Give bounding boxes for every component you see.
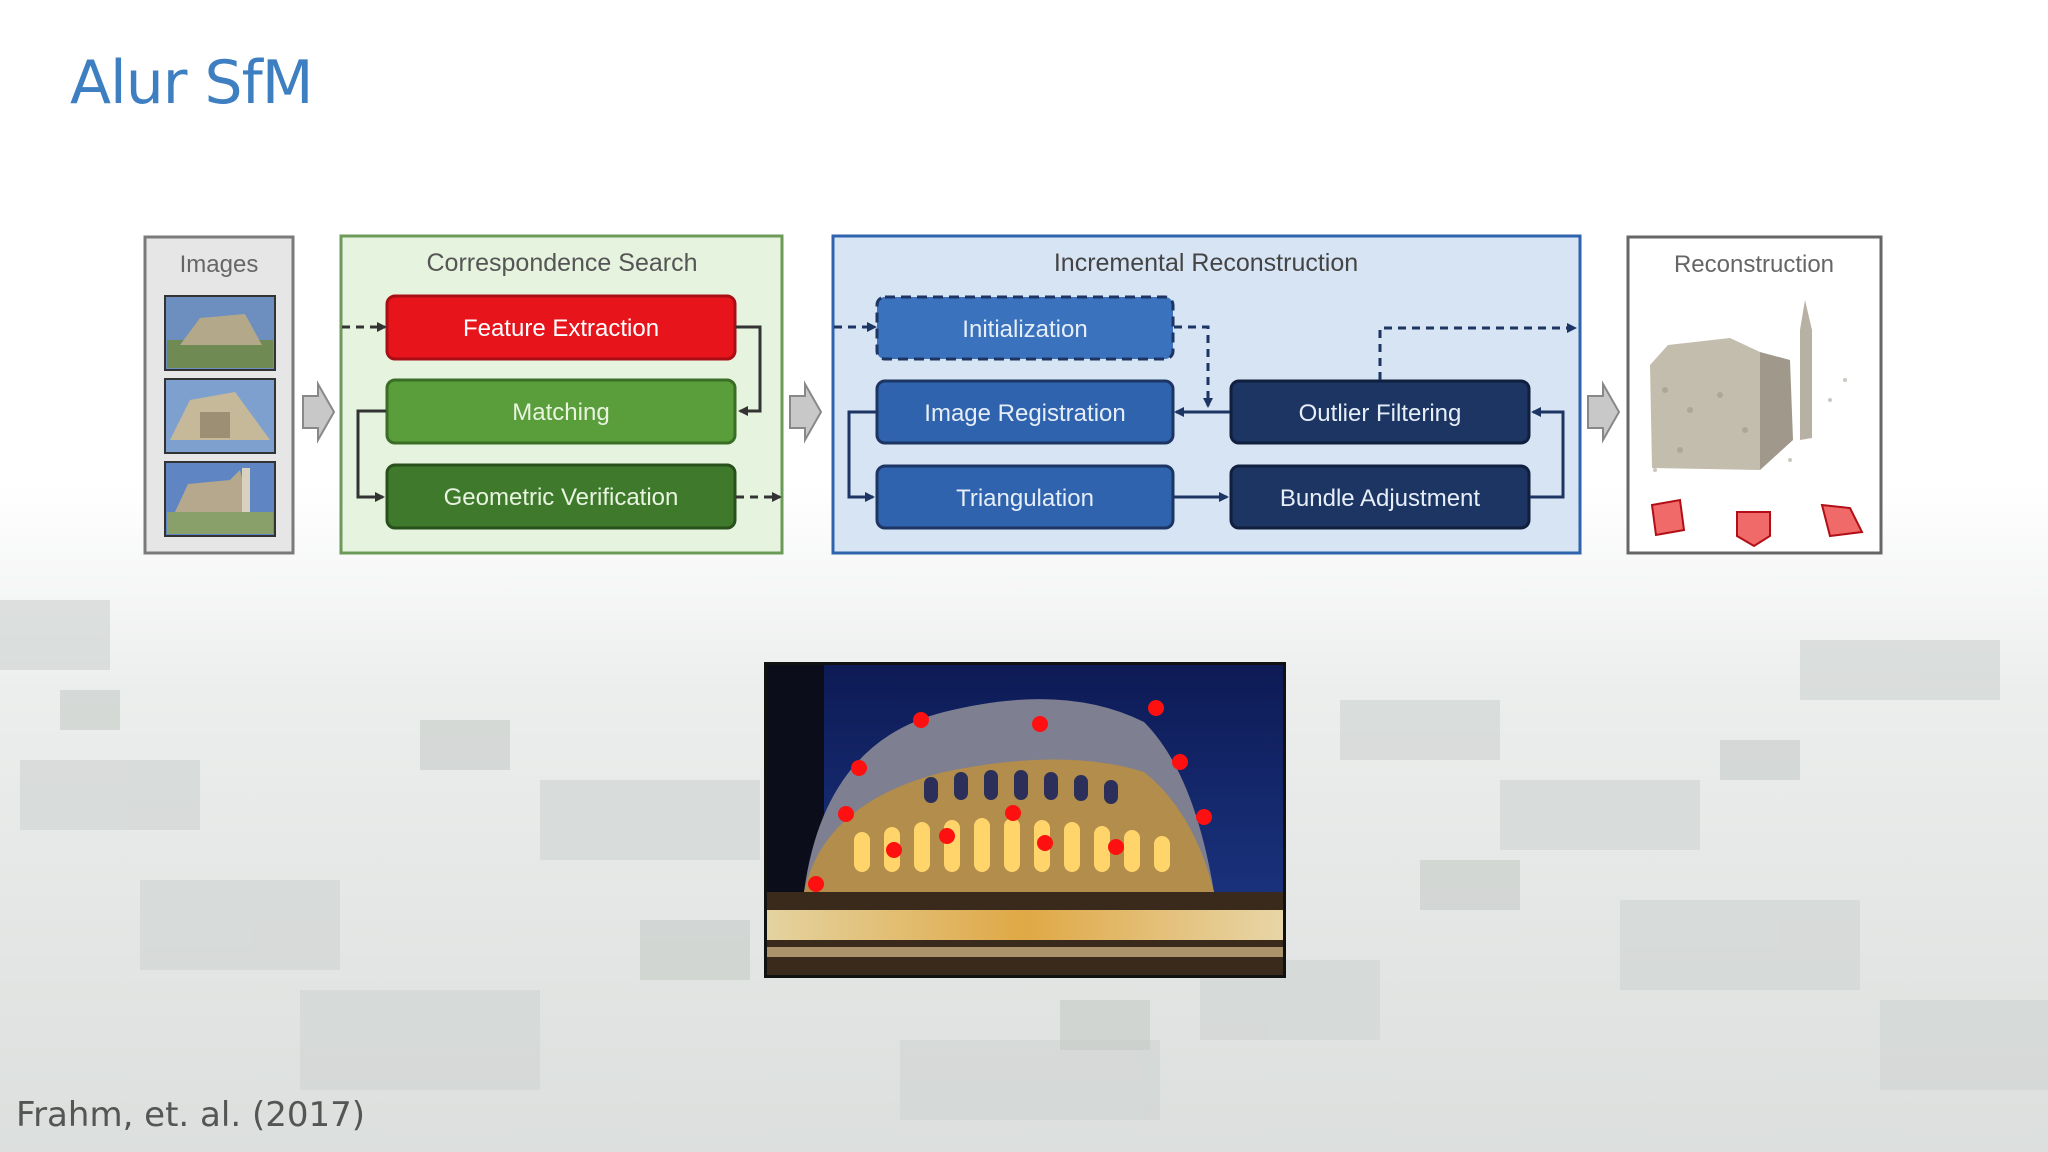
triangulation-box	[875, 464, 1175, 530]
images-panel: Images	[143, 235, 295, 555]
input-image-1	[164, 295, 276, 371]
point-cloud-model	[1650, 300, 1847, 472]
feature-extraction-label: Feature Extraction	[463, 315, 659, 342]
incremental-reconstruction-panel: Incremental Reconstruction Initializatio…	[831, 234, 1582, 555]
colosseum-feature-photo	[764, 662, 1286, 978]
correspondence-search-panel: Correspondence Search Feature Extraction…	[339, 234, 784, 555]
camera-poses	[1650, 498, 1864, 548]
connector-outlier-out	[1378, 323, 1577, 380]
geometric-verification-box	[385, 463, 737, 530]
input-image-3	[164, 461, 276, 537]
flow-arrow-1	[302, 380, 336, 444]
image-registration-label: Image Registration	[924, 400, 1125, 427]
initialization-box	[875, 295, 1175, 361]
incremental-reconstruction-label: Incremental Reconstruction	[1054, 249, 1358, 277]
reconstruction-label: Reconstruction	[1674, 251, 1834, 278]
input-image-2	[164, 378, 276, 454]
outlier-filtering-box	[1229, 379, 1531, 445]
flow-arrow-2	[789, 380, 823, 444]
matching-label: Matching	[512, 399, 609, 426]
image-registration-box	[875, 379, 1175, 445]
connector-initialization-to-registration	[1174, 325, 1213, 408]
matching-box	[385, 378, 737, 445]
connector-bundle-to-outlier	[1530, 407, 1565, 499]
feature-points	[808, 700, 1212, 892]
reconstruction-panel: Reconstruction	[1626, 235, 1883, 555]
images-label: Images	[180, 251, 259, 278]
correspondence-search-label: Correspondence Search	[427, 249, 698, 277]
connector-matching-to-verification	[356, 409, 386, 502]
triangulation-label: Triangulation	[956, 485, 1094, 512]
bundle-adjustment-box	[1229, 464, 1531, 530]
citation: Frahm, et. al. (2017)	[16, 1095, 365, 1135]
connector-registration-to-triangulation	[847, 410, 876, 502]
geometric-verification-label: Geometric Verification	[444, 484, 679, 511]
initialization-label: Initialization	[962, 316, 1087, 343]
connector-feature-to-matching	[736, 325, 762, 416]
flow-arrow-3	[1587, 380, 1621, 444]
bundle-adjustment-label: Bundle Adjustment	[1280, 485, 1480, 512]
outlier-filtering-label: Outlier Filtering	[1299, 400, 1462, 427]
feature-extraction-box	[385, 294, 737, 361]
slide-title: Alur SfM	[70, 48, 313, 118]
